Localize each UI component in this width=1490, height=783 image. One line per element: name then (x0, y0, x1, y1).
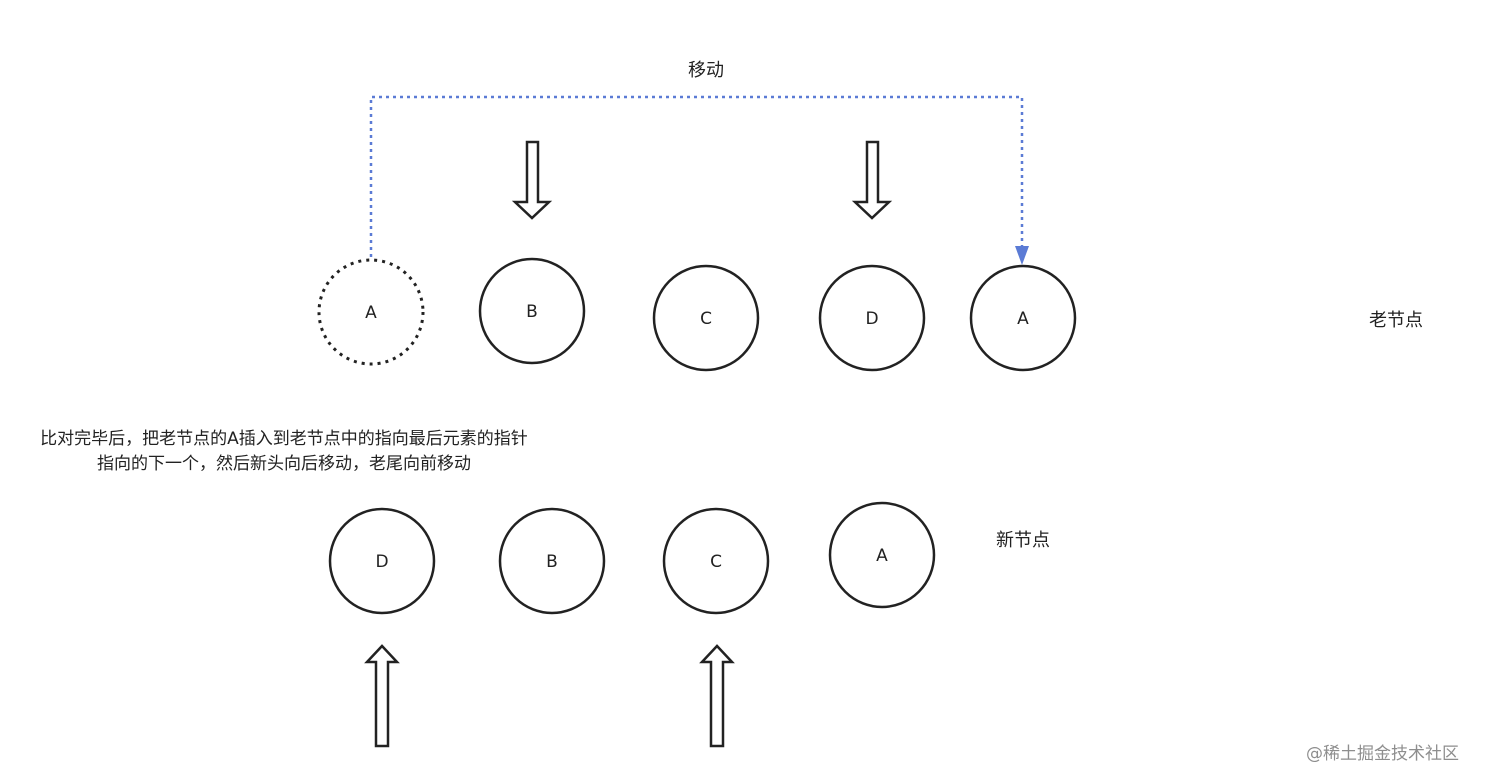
move-label: 移动 (688, 60, 724, 81)
new-node-label: A (876, 546, 888, 566)
old-node: C (652, 264, 760, 372)
new-node: D (328, 507, 436, 615)
new-node: A (828, 501, 936, 609)
new-node-label: C (710, 552, 722, 572)
old-node-label: D (865, 309, 878, 329)
move-connector (369, 95, 1024, 257)
old-node: A (969, 264, 1077, 372)
explanation-note: 比对完毕后，把老节点的A插入到老节点中的指向最后元素的指针指向的下一个，然后新头… (40, 429, 528, 474)
old-node: A (317, 258, 425, 366)
new-node: C (662, 507, 770, 615)
watermark: @稀土掘金技术社区 (1306, 744, 1459, 764)
old-node-label: A (365, 303, 377, 323)
old-node-label: A (1017, 309, 1029, 329)
new-nodes-label: 新节点 (996, 530, 1050, 551)
new-end-pointer-arrow (699, 644, 735, 748)
old-end-pointer-arrow (851, 140, 893, 220)
new-node: B (498, 507, 606, 615)
old-node-label: B (526, 302, 538, 322)
old-node: D (818, 264, 926, 372)
old-node-label: C (700, 309, 712, 329)
new-start-pointer-arrow (364, 644, 400, 748)
old-node: B (478, 257, 586, 365)
new-node-label: D (375, 552, 388, 572)
new-node-label: B (546, 552, 558, 572)
old-nodes-label: 老节点 (1369, 310, 1423, 331)
old-start-pointer-arrow (511, 140, 553, 220)
move-arrowhead (1015, 246, 1029, 265)
